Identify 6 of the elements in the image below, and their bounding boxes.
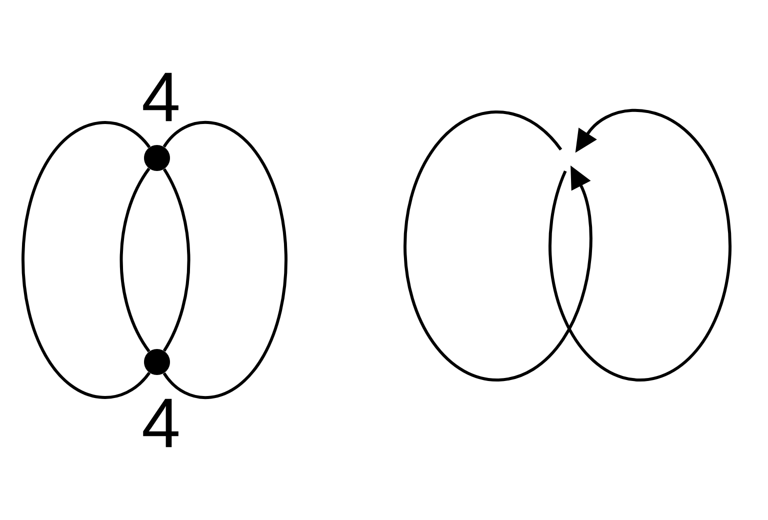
degree-label: 4	[143, 398, 178, 448]
degree-label: 4	[143, 72, 178, 122]
curved-edge	[120, 168, 150, 352]
curved-edge	[22, 121, 151, 399]
curved-edge	[162, 168, 190, 352]
curved-edge	[162, 121, 288, 399]
